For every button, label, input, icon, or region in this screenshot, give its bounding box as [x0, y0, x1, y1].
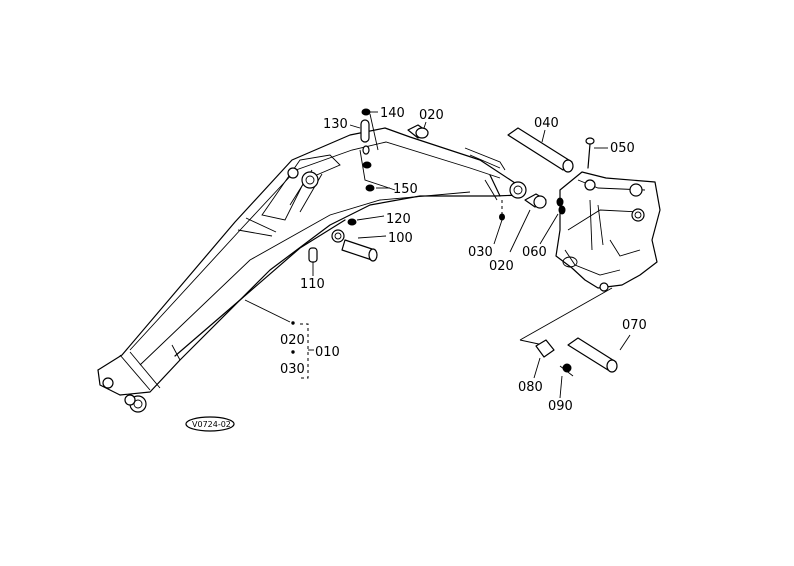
label-150: 150 [393, 182, 418, 197]
drawing-code-text: V0724-02 [192, 420, 231, 429]
part-060-grease-nipple [539, 197, 566, 245]
label-090: 090 [548, 399, 573, 414]
part-070-pin [567, 334, 631, 373]
part-030-grease-nipple [493, 200, 505, 245]
part-120-fitting [347, 215, 385, 226]
part-040-pin [507, 127, 574, 173]
label-080: 080 [518, 380, 543, 395]
drawing-code-badge: V0724-02 [185, 416, 235, 432]
label-050: 050 [610, 141, 635, 156]
label-070: 070 [622, 318, 647, 333]
part-140-grease-nipple [361, 108, 379, 169]
label-140: 140 [380, 106, 405, 121]
part-130-pin [349, 119, 370, 143]
label-110: 110 [300, 277, 325, 292]
label-120: 120 [386, 212, 411, 227]
part-020-bushing-top [407, 121, 429, 139]
group-bracket [244, 299, 314, 379]
part-080-bushing [533, 339, 555, 379]
part-020-bushing-mid [509, 193, 547, 253]
label-030-mid: 030 [468, 245, 493, 260]
label-040: 040 [534, 116, 559, 131]
label-group-030: 030 [280, 362, 305, 377]
label-060: 060 [522, 245, 547, 260]
leader-bracket-070 [519, 287, 613, 341]
label-100: 100 [388, 231, 413, 246]
label-group-020: 020 [280, 333, 305, 348]
part-090-bolt [559, 363, 574, 399]
label-group-010: 010 [315, 345, 340, 360]
label-130: 130 [323, 117, 348, 132]
label-020-mid: 020 [489, 259, 514, 274]
boom-arm [97, 127, 527, 413]
part-050-bolt [585, 137, 608, 169]
label-020-top: 020 [419, 108, 444, 123]
swing-bracket [555, 171, 661, 292]
part-150-washer [365, 184, 390, 192]
part-110-pin [308, 247, 318, 276]
part-100-pin [341, 235, 387, 262]
